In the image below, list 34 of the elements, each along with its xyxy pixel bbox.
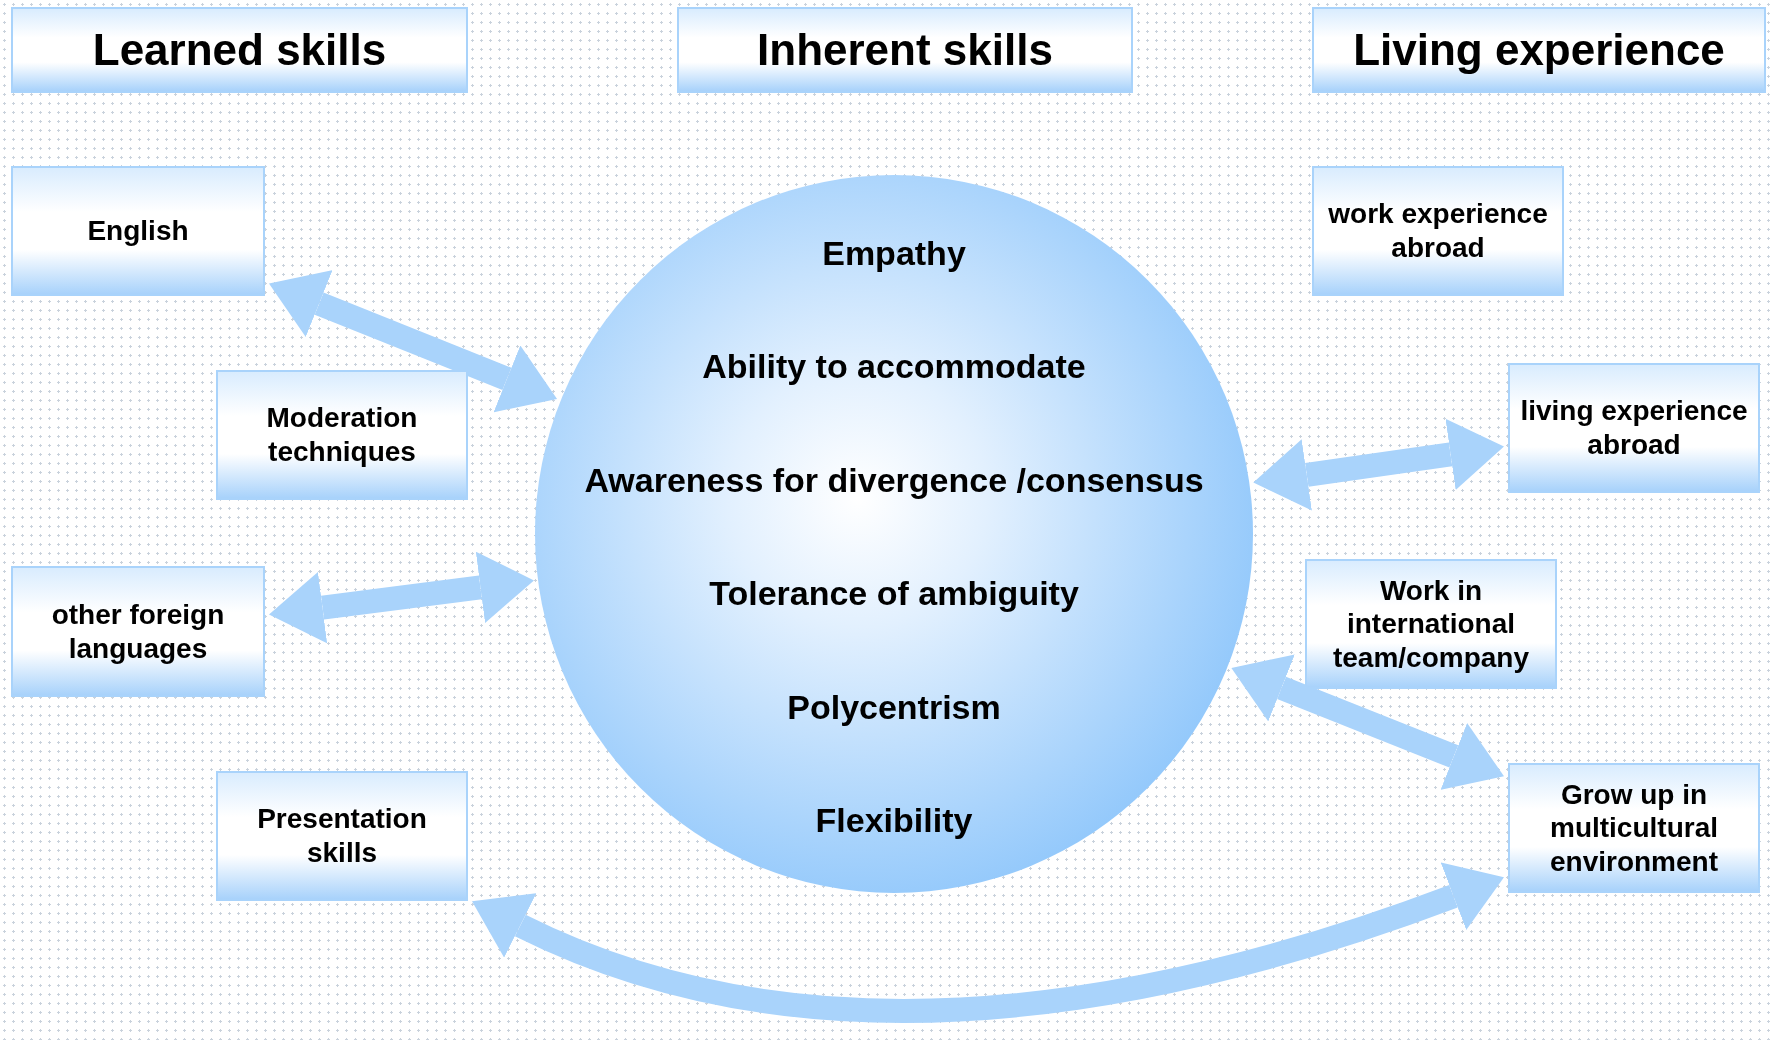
skill-label: Awareness for divergence /consensus — [584, 459, 1204, 501]
skills-circle — [535, 175, 1253, 893]
double-arrow — [269, 551, 534, 644]
heading-box — [1312, 7, 1766, 93]
skill-label: Grow up in multicultural environment — [1549, 777, 1719, 879]
skill-label: Presentation skills — [256, 802, 428, 870]
double-arrow — [1253, 418, 1504, 511]
skill-label: Polycentrism — [787, 686, 1001, 728]
column-heading: Inherent skills — [757, 23, 1053, 76]
skill-label: work experience abroad — [1327, 197, 1549, 265]
skill-box — [11, 566, 265, 697]
skill-label: Work in international team/company — [1331, 573, 1531, 675]
skill-box — [11, 166, 265, 296]
skill-label: other foreign languages — [50, 597, 226, 666]
skill-box — [216, 771, 468, 901]
column-heading: Learned skills — [92, 23, 387, 76]
skill-label: Ability to accommodate — [702, 346, 1086, 388]
skill-label: English — [87, 214, 189, 248]
skill-label: Tolerance of ambiguity — [709, 573, 1079, 615]
skill-label: Empathy — [822, 233, 966, 274]
skill-box — [1508, 763, 1760, 893]
skill-label: Flexibility — [815, 800, 973, 841]
column-heading: Living experience — [1353, 23, 1725, 76]
double-arrow — [470, 862, 1505, 1023]
heading-box — [677, 7, 1133, 93]
double-arrow — [269, 270, 558, 413]
skill-box — [1312, 166, 1564, 296]
skill-label: living experience abroad — [1519, 394, 1749, 462]
skill-box — [1305, 559, 1557, 689]
skill-box — [1508, 363, 1760, 493]
skill-label: Moderation techniques — [265, 401, 419, 469]
double-arrow — [1231, 654, 1504, 790]
heading-box — [11, 7, 468, 93]
skill-box — [216, 370, 468, 500]
